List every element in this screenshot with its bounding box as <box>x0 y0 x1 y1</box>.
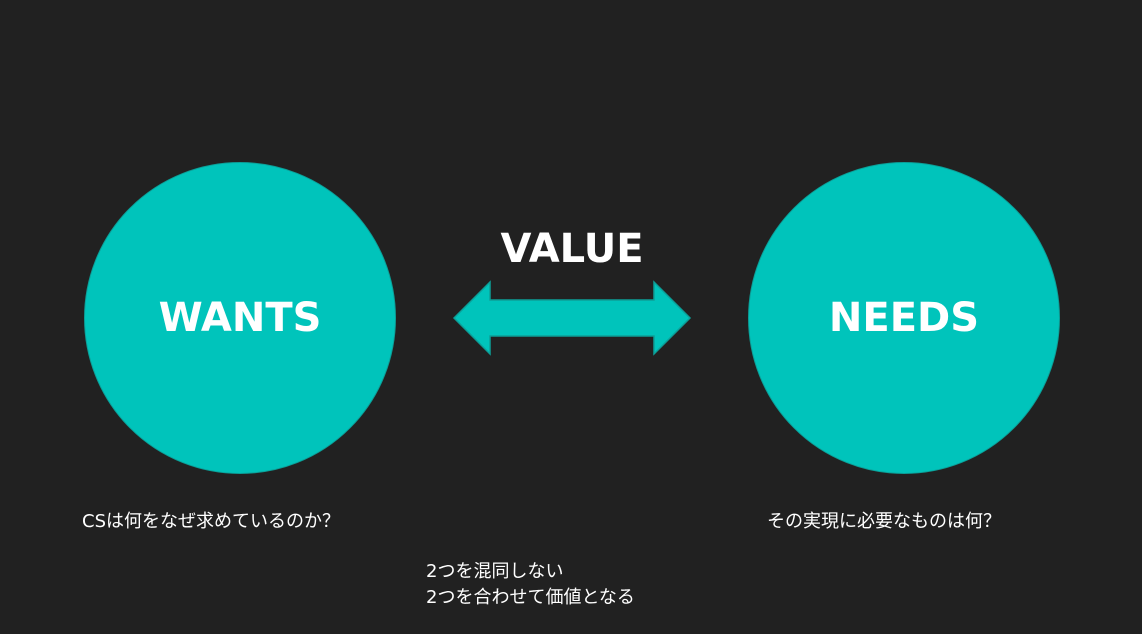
double-headed-arrow-icon <box>452 280 692 356</box>
note-line-1: 2つを混同しない <box>426 561 564 582</box>
note-line-2: 2つを合わせて価値となる <box>426 587 635 608</box>
needs-label: NEEDS <box>828 295 980 341</box>
notes: 2つを混同しない 2つを合わせて価値となる <box>426 559 635 611</box>
wants-circle: WANTS <box>84 162 396 474</box>
needs-caption: その実現に必要なものは何？ <box>767 511 1001 532</box>
value-label: VALUE <box>500 226 644 272</box>
wants-caption: CSは何をなぜ求めているのか？ <box>82 511 340 532</box>
needs-circle: NEEDS <box>748 162 1060 474</box>
wants-label: WANTS <box>158 295 322 341</box>
